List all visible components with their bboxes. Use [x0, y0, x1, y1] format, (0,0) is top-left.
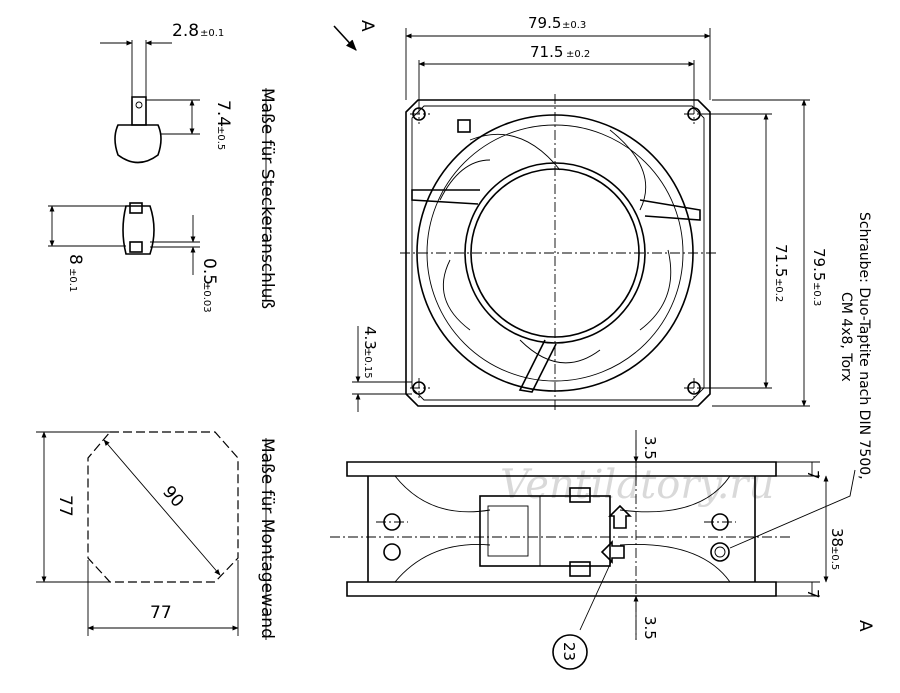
svg-text:A: A [855, 620, 875, 632]
dim-right-79-5: 79.5 ±0.3 [810, 248, 828, 306]
svg-text:±0.2: ±0.2 [566, 49, 590, 60]
dim-7-bottom: 7 [804, 589, 822, 599]
svg-text:8: 8 [65, 254, 85, 265]
svg-text:Maße für Montagewand: Maße für Montagewand [257, 438, 277, 639]
screw-note-line1: Schraube: Duo-Taptite nach DIN 7500, [856, 212, 872, 480]
dim-7-top: 7 [804, 470, 822, 480]
dim-38: 38 ±0.5 [828, 528, 846, 570]
svg-text:±0.3: ±0.3 [562, 20, 586, 31]
svg-text:79.5: 79.5 [810, 248, 828, 281]
side-view: 3.5 3.5 7 7 38 ±0.5 23 [330, 430, 875, 670]
dim-width: 77 [150, 603, 172, 623]
section-arrow-bottom: A [855, 620, 875, 632]
svg-text:Maße für Steckeranschluß: Maße für Steckeranschluß [257, 88, 277, 309]
plug-view: 2.8 ±0.1 7.4 ±0.5 8 ±0.1 0.5 ±0.03 Maße [48, 21, 277, 313]
svg-text:2.8: 2.8 [172, 21, 199, 41]
mount-view: 77 77 90 Maße für Montagewand [36, 431, 277, 640]
dim-4-3: 4.3 ±0.15 [361, 326, 379, 379]
svg-text:A: A [357, 20, 377, 32]
svg-text:4.3: 4.3 [361, 326, 379, 350]
svg-text:±0.03: ±0.03 [201, 282, 212, 313]
balloon-23 [552, 634, 588, 670]
svg-text:3.5: 3.5 [641, 436, 659, 460]
svg-text:7.4: 7.4 [213, 100, 233, 127]
dim-0-5: 0.5 ±0.03 [199, 258, 219, 313]
svg-text:90: 90 [158, 482, 187, 511]
dim-top-71-5: 71.5 ±0.2 [530, 43, 590, 61]
svg-text:23: 23 [560, 642, 578, 661]
svg-text:±0.3: ±0.3 [811, 282, 822, 306]
svg-text:3.5: 3.5 [641, 616, 659, 640]
dim-right-71-5: 71.5 ±0.2 [772, 244, 790, 302]
screw-note-line2: CM 4x8, Torx [838, 292, 854, 382]
svg-text:79.5: 79.5 [528, 14, 561, 32]
svg-text:±0.15: ±0.15 [362, 348, 373, 379]
svg-text:±0.5: ±0.5 [829, 546, 840, 570]
mount-view-title: Maße für Montagewand [257, 438, 277, 639]
dim-top-79-5: 79.5 ±0.3 [528, 14, 586, 32]
plug-view-title: Maße für Steckeranschluß [257, 88, 277, 309]
svg-text:±0.1: ±0.1 [200, 28, 224, 39]
section-arrow-top: A [333, 20, 377, 51]
svg-text:77: 77 [55, 495, 75, 517]
svg-text:0.5: 0.5 [199, 258, 219, 285]
svg-text:71.5: 71.5 [530, 43, 563, 61]
dim-2-8: 2.8 ±0.1 [172, 21, 224, 41]
svg-text:±0.5: ±0.5 [215, 126, 226, 150]
svg-text:7: 7 [804, 589, 822, 599]
dim-diagonal: 90 [158, 482, 187, 511]
svg-text:71.5: 71.5 [772, 244, 790, 277]
dim-height: 77 [55, 495, 75, 517]
dim-7-4: 7.4 ±0.5 [213, 100, 233, 150]
svg-text:±0.1: ±0.1 [67, 268, 78, 292]
screw-note: Schraube: Duo-Taptite nach DIN 7500, CM … [838, 212, 872, 480]
dim-8: 8 ±0.1 [65, 254, 85, 292]
front-view: 79.5 ±0.3 71.5 ±0.2 71.5 ±0.2 79.5 ±0.3 [333, 14, 828, 412]
svg-text:±0.2: ±0.2 [773, 278, 784, 302]
dim-3-5-top: 3.5 [641, 436, 659, 460]
dim-3-5-bottom: 3.5 [641, 616, 659, 640]
watermark: Ventilatory.ru [500, 462, 774, 508]
svg-text:7: 7 [804, 470, 822, 480]
svg-text:38: 38 [828, 528, 846, 547]
